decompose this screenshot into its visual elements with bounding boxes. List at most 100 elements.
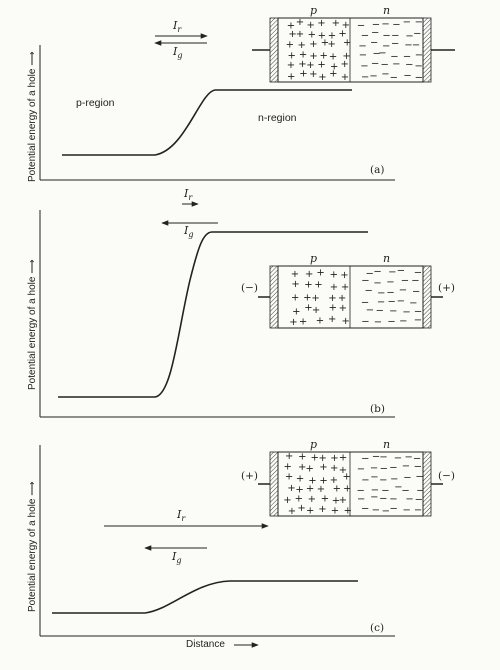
hole-symbol: + xyxy=(287,21,295,32)
hole-symbol: + xyxy=(317,484,325,495)
electron-symbol: − xyxy=(377,288,385,299)
hole-symbol: + xyxy=(328,39,336,50)
panel-c-n-label: n xyxy=(383,438,391,451)
electron-symbol: − xyxy=(378,48,386,59)
panel-a-n-electrons: −−−−−−−−−−−−−−−−−−−−−−−−−−−−−−−−−−−− xyxy=(357,17,423,84)
electron-symbol: − xyxy=(376,306,384,317)
hole-symbol: + xyxy=(341,59,349,70)
hole-symbol: + xyxy=(314,280,322,291)
electron-symbol: − xyxy=(389,494,397,505)
hole-symbol: + xyxy=(298,451,306,462)
panel-b-left-contact xyxy=(269,265,279,329)
electron-symbol: − xyxy=(357,486,365,497)
hole-symbol: + xyxy=(299,316,307,327)
x-axis-label: Distance xyxy=(186,639,225,650)
electron-symbol: − xyxy=(404,40,412,51)
panel-a-caption: (a) xyxy=(370,164,385,176)
electron-symbol: − xyxy=(414,315,422,326)
electron-symbol: − xyxy=(397,296,405,307)
electron-symbol: − xyxy=(409,298,417,309)
electron-symbol: − xyxy=(357,494,365,505)
hole-symbol: + xyxy=(317,18,325,29)
electron-symbol: − xyxy=(361,316,369,327)
panel-b-caption: (b) xyxy=(370,403,385,415)
hole-symbol: + xyxy=(339,465,347,476)
electron-symbol: − xyxy=(379,452,387,463)
electron-symbol: − xyxy=(414,268,422,279)
hole-symbol: + xyxy=(306,463,314,474)
electron-symbol: − xyxy=(390,503,398,514)
hole-symbol: + xyxy=(331,506,339,517)
panel-b-right-contact xyxy=(422,265,432,329)
panel-c-left-terminal: (+) xyxy=(241,470,258,482)
electron-symbol: − xyxy=(394,482,402,493)
hole-symbol: + xyxy=(341,72,349,83)
electron-symbol: − xyxy=(415,72,423,83)
hole-symbol: + xyxy=(312,305,320,316)
electron-symbol: − xyxy=(359,50,367,61)
electron-symbol: − xyxy=(372,20,380,31)
electron-symbol: − xyxy=(373,48,381,59)
panel-c-p-holes: ++++++++++++++++++++++++++++++++++++ xyxy=(283,451,352,517)
hole-symbol: + xyxy=(316,268,324,279)
electron-symbol: − xyxy=(413,29,421,40)
panel-a-n-label: n xyxy=(383,4,391,17)
panel-a-p-label: p xyxy=(310,4,318,17)
panel-c-caption: (c) xyxy=(370,622,385,634)
hole-symbol: + xyxy=(342,316,350,327)
electron-symbol: − xyxy=(374,317,382,328)
hole-symbol: + xyxy=(306,483,314,494)
hole-symbol: + xyxy=(318,72,326,83)
panel-c-right-contact xyxy=(422,451,432,517)
electron-symbol: − xyxy=(361,503,369,514)
electron-symbol: − xyxy=(381,486,389,497)
hole-symbol: + xyxy=(307,20,315,31)
hole-symbol: + xyxy=(342,20,350,31)
electron-symbol: − xyxy=(414,462,422,473)
hole-symbol: + xyxy=(342,51,350,62)
panel-b-n-label: n xyxy=(383,252,391,265)
panel-c-ir-label: Ir xyxy=(177,508,186,524)
hole-symbol: + xyxy=(309,51,317,62)
electron-symbol: − xyxy=(405,452,413,463)
hole-symbol: + xyxy=(291,269,299,280)
hole-symbol: + xyxy=(299,69,307,80)
electron-symbol: − xyxy=(381,69,389,80)
hole-symbol: + xyxy=(339,453,347,464)
electron-symbol: − xyxy=(414,307,422,318)
electron-symbol: − xyxy=(360,61,368,72)
panel-a-energy-curve xyxy=(62,89,352,156)
electron-symbol: − xyxy=(386,288,394,299)
electron-symbol: − xyxy=(411,276,419,287)
hole-symbol: + xyxy=(299,49,307,60)
electron-symbol: − xyxy=(370,463,378,474)
electron-symbol: − xyxy=(391,39,399,50)
electron-symbol: − xyxy=(392,59,400,70)
panel-b-p-label: p xyxy=(310,252,318,265)
electron-symbol: − xyxy=(371,485,379,496)
hole-symbol: + xyxy=(291,279,299,290)
panel-b-semiconductor-body xyxy=(277,265,424,329)
panel-a-y-axis-label: Potential energy of a hole ⟶ xyxy=(27,51,38,182)
panel-b-ir-label: Ir xyxy=(184,187,193,203)
hole-symbol: + xyxy=(318,504,326,515)
hole-symbol: + xyxy=(285,451,293,462)
electron-symbol: − xyxy=(413,454,421,465)
panel-c-right-terminal: (−) xyxy=(438,470,455,482)
electron-symbol: − xyxy=(402,461,410,472)
electron-symbol: − xyxy=(381,59,389,70)
hole-symbol: + xyxy=(286,40,294,51)
hole-symbol: + xyxy=(296,17,304,28)
electron-symbol: − xyxy=(401,486,409,497)
panel-b-p-holes: +++++++++++++++++++++++++ xyxy=(289,268,350,328)
electron-symbol: − xyxy=(412,287,420,298)
electron-symbol: − xyxy=(373,267,381,278)
hole-symbol: + xyxy=(332,18,340,29)
panel-c-y-axis-label: Potential energy of a hole ⟶ xyxy=(27,481,38,612)
hole-symbol: + xyxy=(296,474,304,485)
electron-symbol: − xyxy=(390,474,398,485)
hole-symbol: + xyxy=(321,494,329,505)
hole-symbol: + xyxy=(308,30,316,41)
panel-a-p-region-label: p-region xyxy=(76,97,115,109)
